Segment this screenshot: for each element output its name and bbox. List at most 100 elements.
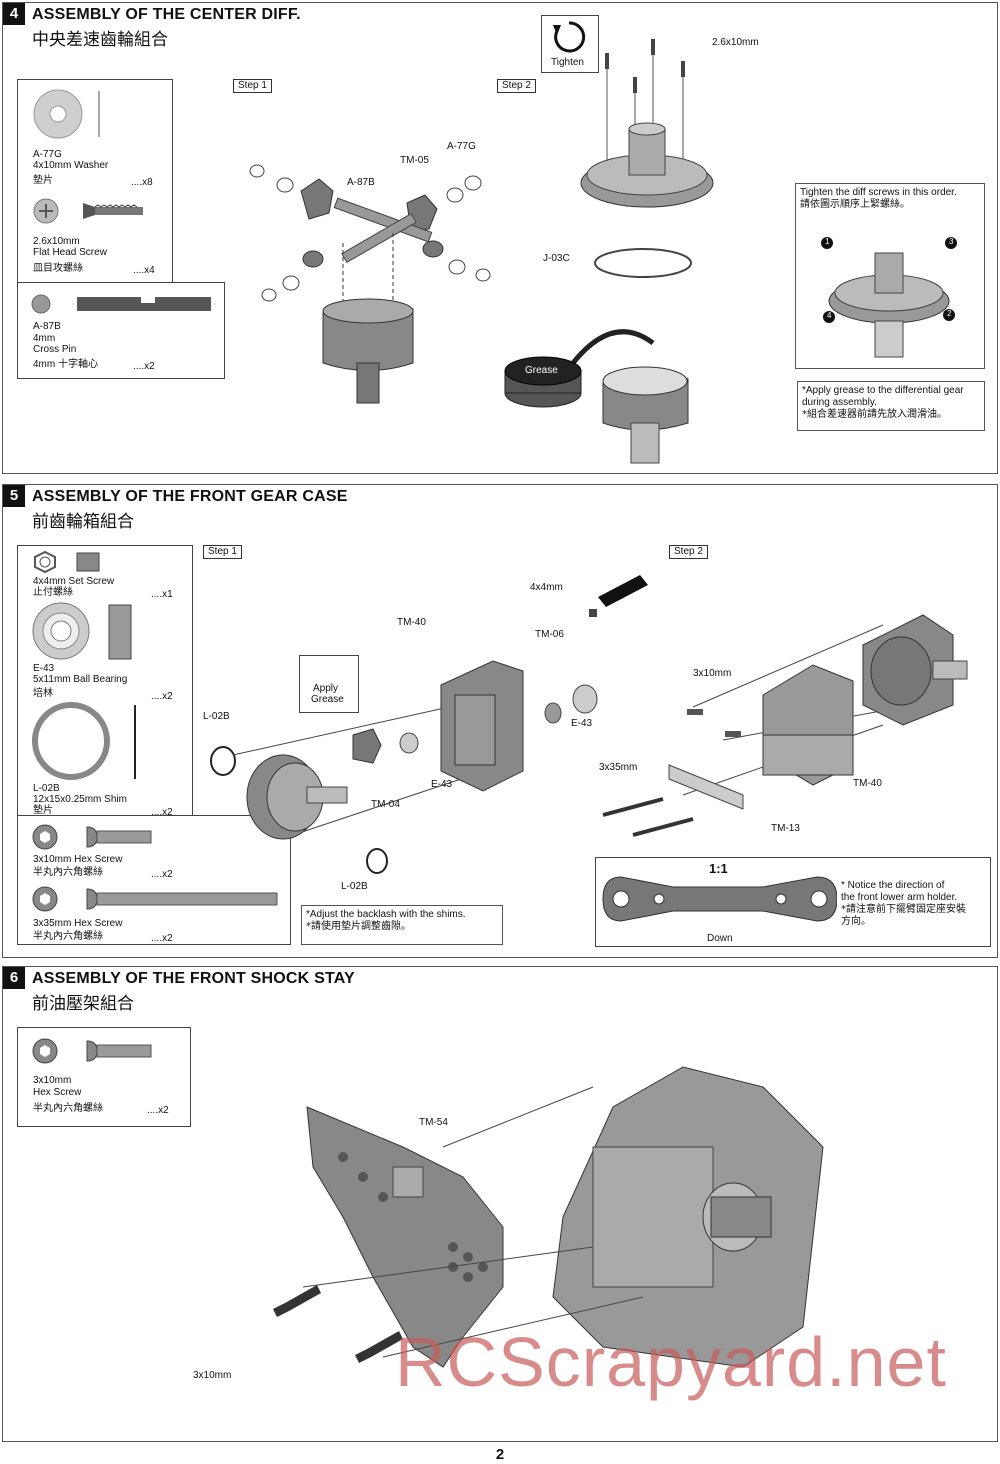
part-qty: ....x4 (133, 265, 155, 276)
grease-label: Grease (525, 365, 558, 376)
part-zh: 半丸內六角螺絲 (33, 867, 103, 878)
part-code: E-43 (33, 663, 55, 674)
section-title: ASSEMBLY OF THE FRONT GEAR CASE (32, 488, 348, 505)
direction-note-en2: the front lower arm holder. (841, 892, 958, 903)
order-4: 4 (827, 311, 832, 320)
part-code: A-87B (33, 321, 61, 332)
part-qty: ....x2 (147, 1105, 169, 1116)
backlash-note-en: *Adjust the backlash with the shims. (306, 909, 466, 920)
label-3x10: 3x10mm (693, 668, 732, 679)
direction-note-en1: * Notice the direction of (841, 880, 945, 891)
step-2-label: Step 2 (497, 79, 536, 93)
part-desc: 12x15x0.25mm Shim (33, 794, 127, 805)
section-title-zh: 中央差速齒輪組合 (32, 30, 168, 50)
section-number: 5 (3, 485, 25, 507)
part-zh: 4mm 十字軸心 (33, 359, 98, 370)
section-6: 6 ASSEMBLY OF THE FRONT SHOCK STAY 前油壓架組… (2, 966, 998, 1442)
part-zh: 止付螺絲 (33, 587, 73, 598)
apply-grease-box (299, 655, 359, 713)
part-qty: ....x8 (131, 177, 153, 188)
part-qty: ....x2 (151, 869, 173, 880)
label-tm-05: TM-05 (400, 155, 429, 166)
part-desc: 4x10mm Washer (33, 160, 109, 171)
grease-note: *Apply grease to the differential gear d… (797, 381, 985, 431)
label-a-87b: A-87B (347, 177, 375, 188)
hex-screw-3x35-icon (32, 886, 278, 912)
scale-box (595, 857, 991, 947)
label-screw: 2.6x10mm (712, 37, 759, 48)
tighten-box (541, 15, 599, 73)
step-1-label: Step 1 (233, 79, 272, 93)
label-a-77g: A-77G (447, 141, 476, 152)
step-1-label: Step 1 (203, 545, 242, 559)
backlash-note-zh: *請使用墊片調整齒隙。 (306, 921, 411, 932)
part-zh: 墊片 (33, 175, 53, 186)
part-desc2: Cross Pin (33, 344, 77, 355)
label-tm-40: TM-40 (397, 617, 426, 628)
part-qty: ....x2 (151, 933, 173, 944)
down-label: Down (707, 933, 733, 944)
part-zh: 培林 (33, 688, 53, 699)
part-code: 3x10mm Hex Screw (33, 854, 123, 865)
label-tm-04: TM-04 (371, 799, 400, 810)
washer-icon (33, 89, 100, 139)
direction-note-zh2: 方向。 (841, 916, 871, 927)
part-zh: 半丸內六角螺絲 (33, 931, 103, 942)
grease-label: Grease (311, 694, 344, 705)
label-3x35: 3x35mm (599, 762, 638, 773)
part-code: 3x35mm Hex Screw (33, 918, 123, 929)
scale-label: 1:1 (709, 861, 728, 876)
part-desc: Flat Head Screw (33, 247, 107, 258)
tighten-note-en: Tighten the diff screws in this order. (800, 187, 957, 198)
front-shock-stay-diagram (273, 1066, 824, 1368)
tighten-note-zh: 請依圖示順序上緊螺絲。 (800, 199, 910, 210)
section-number: 6 (3, 967, 25, 989)
section-number: 4 (3, 3, 25, 25)
part-qty: ....x2 (133, 361, 155, 372)
front-gear-case-step2-diagram (602, 614, 968, 837)
label-set-screw: 4x4mm (530, 582, 563, 593)
section-4: 4 ASSEMBLY OF THE CENTER DIFF. 中央差速齒輪組合 … (2, 2, 998, 474)
part-desc: 5x11mm Ball Bearing (33, 674, 128, 685)
label-tm-13: TM-13 (771, 823, 800, 834)
front-gear-case-step1-diagram (210, 575, 648, 874)
part-zh: 皿目攻螺絲 (33, 263, 83, 274)
tighten-label: Tighten (551, 57, 584, 68)
part-code: 2.6x10mm (33, 236, 80, 247)
center-diff-step1-diagram (249, 164, 491, 404)
order-1: 1 (825, 237, 830, 246)
section-title: ASSEMBLY OF THE CENTER DIFF. (32, 6, 301, 23)
label-tm-54: TM-54 (419, 1117, 448, 1128)
label-l-02b: L-02B (341, 881, 368, 892)
part-qty: ....x2 (151, 691, 173, 702)
part-zh: 墊片 (33, 805, 53, 816)
backlash-note: *Adjust the backlash with the shims. *請使… (301, 905, 503, 945)
center-diff-step2-diagram (571, 39, 714, 464)
hex-screw-3x10-icon (32, 824, 152, 850)
part-qty: ....x1 (151, 589, 173, 600)
tighten-order-diagram (821, 237, 957, 358)
arm-holder-icon (602, 876, 838, 922)
section-5: 5 ASSEMBLY OF THE FRONT GEAR CASE 前齒輪箱組合… (2, 484, 998, 958)
step-2-label: Step 2 (669, 545, 708, 559)
order-2: 2 (947, 309, 952, 318)
part-desc: Hex Screw (33, 1087, 82, 1098)
part-code: 3x10mm (33, 1075, 72, 1086)
section-title-zh: 前油壓架組合 (32, 994, 134, 1014)
grease-note-en1: *Apply grease to the differential gear (802, 385, 964, 396)
grease-jar-icon (504, 356, 582, 408)
label-3x10: 3x10mm (193, 1370, 232, 1381)
grease-note-zh: *組合差速器前請先放入潤滑油。 (802, 409, 947, 420)
label-j-03c: J-03C (543, 253, 570, 264)
part-zh: 半丸內六角螺絲 (33, 1103, 103, 1114)
label-tm-40: TM-40 (853, 778, 882, 789)
label-e-43: E-43 (571, 718, 593, 729)
section-title: ASSEMBLY OF THE FRONT SHOCK STAY (32, 970, 355, 987)
ball-bearing-icon (32, 602, 132, 660)
grease-note-en2: during assembly. (802, 397, 877, 408)
flat-head-screw-icon (33, 198, 143, 224)
section-title-zh: 前齒輪箱組合 (32, 512, 134, 532)
tighten-icon (553, 21, 586, 53)
order-3: 3 (949, 237, 954, 246)
shim-icon (32, 702, 136, 780)
